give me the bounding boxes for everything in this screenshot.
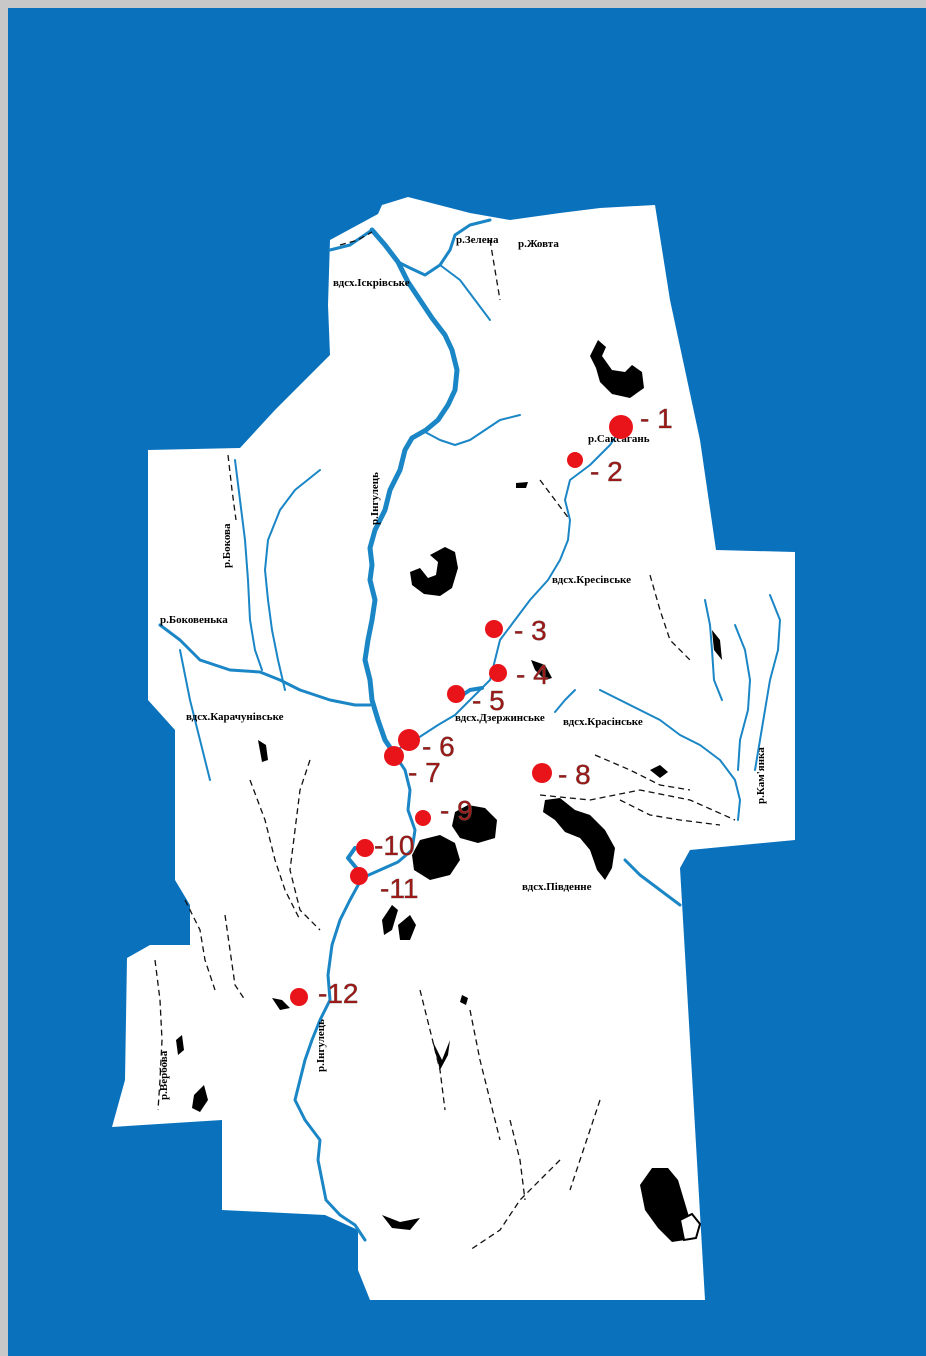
- rivers: [158, 218, 781, 1242]
- marker-12-label: -12: [318, 978, 358, 1009]
- marker-2-label: - 2: [590, 456, 623, 487]
- label-bokova: р.Бокова: [221, 523, 233, 568]
- marker-9-label: - 9: [440, 795, 473, 826]
- marker-6-dot[interactable]: [398, 729, 420, 751]
- marker-3-dot[interactable]: [485, 620, 503, 638]
- label-zelena: р.Зелена: [456, 234, 499, 246]
- marker-11-label: -11: [380, 873, 418, 904]
- dashed-streams: [154, 231, 736, 1251]
- marker-5-label: - 5: [472, 685, 505, 716]
- marker-6-label: - 6: [422, 731, 455, 762]
- marker-4-dot[interactable]: [489, 664, 507, 682]
- marker-7-label: - 7: [408, 757, 441, 788]
- label-inhulets-south: р.Інгулець: [315, 1019, 327, 1072]
- label-kresivske: вдсх.Кресівське: [552, 574, 631, 586]
- marker-7-dot[interactable]: [384, 746, 404, 766]
- marker-8-dot[interactable]: [532, 763, 552, 783]
- marker-3-label: - 3: [514, 615, 547, 646]
- label-saksagan: р.Саксагань: [588, 433, 650, 445]
- marker-1-label: - 1: [640, 403, 673, 434]
- marker-10-label: -10: [374, 830, 414, 861]
- label-kamianka: р.Кам'янка: [755, 747, 767, 804]
- monitoring-markers: - 1 - 2 - 3 - 4 - 5 - 6- 7 - 8 - 9 -10 -11 -12: [290, 403, 673, 1009]
- label-bokovenka: р.Боковенька: [160, 614, 228, 626]
- label-karachunivske: вдсх.Карачунівське: [186, 711, 284, 723]
- marker-10-dot[interactable]: [356, 839, 374, 857]
- label-dzerzhynske: вдсх.Дзержинське: [455, 712, 545, 724]
- lakes: [176, 340, 722, 1242]
- marker-11-dot[interactable]: [350, 867, 368, 885]
- marker-12-dot[interactable]: [290, 988, 308, 1006]
- marker-2-dot[interactable]: [567, 452, 583, 468]
- marker-8-label: - 8: [558, 759, 591, 790]
- map-labels: р.Зелена р.Жовта вдсх.Іскрівське р.Сакса…: [158, 234, 767, 1100]
- marker-5-dot[interactable]: [447, 685, 465, 703]
- label-pivdenne: вдсх.Південне: [522, 881, 592, 893]
- label-krasinske: вдсх.Красінське: [563, 716, 643, 728]
- label-zhovta: р.Жовта: [518, 238, 559, 250]
- marker-9-dot[interactable]: [415, 810, 431, 826]
- marker-1-dot[interactable]: [609, 415, 633, 439]
- marker-4-label: - 4: [516, 659, 549, 690]
- label-verbova: р.Вербова: [158, 1050, 170, 1100]
- label-iskrivske: вдсх.Іскрівське: [333, 277, 410, 289]
- land-area: [112, 197, 795, 1300]
- label-inhulets-north: р.Інгулець: [369, 472, 381, 525]
